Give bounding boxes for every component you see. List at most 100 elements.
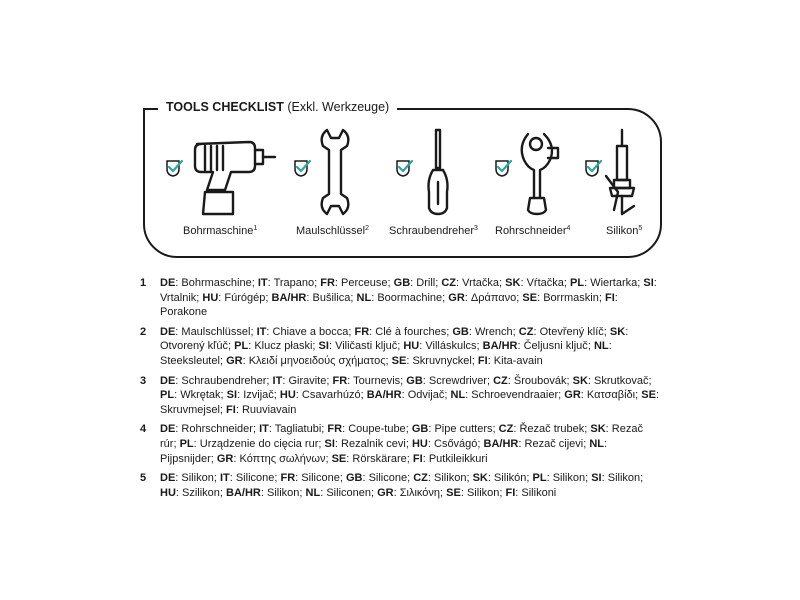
tool-label: Schraubendreher3 xyxy=(389,225,478,237)
translated-term: Rezalnik cevi xyxy=(341,437,406,450)
language-code: SK xyxy=(505,277,521,289)
translated-term: Steeksleutel xyxy=(160,354,220,367)
language-code: PL xyxy=(179,437,194,450)
language-code: SE xyxy=(391,354,407,367)
language-code: CZ xyxy=(493,374,508,387)
translated-term: Klucz płaski xyxy=(254,340,313,353)
language-code: IT xyxy=(259,423,269,436)
drill-icon xyxy=(193,140,277,216)
language-code: PL xyxy=(570,277,585,289)
translated-term: Boormachine xyxy=(377,291,443,304)
translated-term: Tagliatubi xyxy=(274,423,322,436)
entry-number: 3 xyxy=(140,374,147,387)
language-code: NL xyxy=(450,389,466,402)
language-code: SE xyxy=(446,486,461,499)
translated-term: Clé à fourches xyxy=(375,325,447,338)
language-code: SK xyxy=(590,423,606,436)
shield-check-icon xyxy=(495,159,513,177)
translated-term: Skrutkovač xyxy=(594,374,649,387)
language-code: PL xyxy=(532,472,547,485)
language-code: PL xyxy=(234,340,249,353)
language-code: NL xyxy=(589,437,604,450)
pipe-cutter-icon xyxy=(520,132,560,216)
translated-term: Csővágó xyxy=(434,437,478,450)
language-code: CZ xyxy=(413,472,428,485)
language-code: FI xyxy=(477,354,488,367)
translated-term: Rezač cijevi xyxy=(524,437,584,450)
translated-term: Δράπανο xyxy=(470,291,517,304)
language-code: BA/HR xyxy=(366,389,402,402)
language-code: GR xyxy=(377,486,394,499)
tool-label: Bohrmaschine1 xyxy=(183,225,258,237)
translated-term: Siliconen xyxy=(326,486,371,499)
language-code: DE xyxy=(160,277,176,289)
translated-term: Borrmaskin xyxy=(543,291,599,304)
translated-term: Viličasti ključ xyxy=(335,340,398,353)
translated-term: Fúrógép xyxy=(224,291,266,304)
language-code: DE xyxy=(160,374,176,387)
translated-term: Σιλικόνη xyxy=(399,486,441,499)
language-code: IT xyxy=(257,277,268,289)
language-code: SI xyxy=(643,277,654,289)
translated-term: Urządzenie do cięcia rur xyxy=(199,437,319,450)
language-code: GB xyxy=(452,325,469,338)
translated-term: Šroubovák xyxy=(513,374,567,387)
tool-screwdriver: Schraubendreher3 xyxy=(389,126,495,248)
language-code: IT xyxy=(256,325,267,338)
language-code: FI xyxy=(226,403,236,416)
translated-term: Čeljusni ključ xyxy=(523,340,588,353)
language-code: SI xyxy=(318,340,329,353)
entry-number: 2 xyxy=(140,325,147,338)
translated-term: Vrtačka xyxy=(462,277,500,289)
translated-term: Silicone xyxy=(235,472,275,485)
translated-term: Coupe-tube xyxy=(348,423,406,436)
language-code: NL xyxy=(305,486,321,499)
tool-drill: Bohrmaschine1 xyxy=(165,126,285,248)
language-code: NL xyxy=(593,340,609,353)
language-code: SI xyxy=(591,472,602,485)
language-code: GB xyxy=(406,374,423,387)
tool-pipe-cutter: Rohrschneider4 xyxy=(494,126,584,248)
translated-term: Giravite xyxy=(288,374,327,387)
translated-term: Odvijač xyxy=(407,389,445,402)
translated-term: Chiave a bocca xyxy=(272,325,349,338)
translated-term: Řezač trubek xyxy=(519,423,585,436)
language-code: SI xyxy=(226,389,238,402)
translated-term: Rezač rúr xyxy=(160,423,643,450)
translated-term: Vrtalnik xyxy=(160,291,197,304)
translated-term: Skruvnyckel xyxy=(412,354,472,367)
translated-term: Κατσαβίδι xyxy=(586,389,636,402)
translated-term: Silikon xyxy=(552,472,586,485)
translated-term: Tournevis xyxy=(353,374,401,387)
translated-term: Ruuviavain xyxy=(241,403,297,416)
language-code: NL xyxy=(356,291,372,304)
tool-silicone: Silikon5 xyxy=(584,126,654,248)
translated-term: Pipe cutters xyxy=(434,423,493,436)
language-code: BA/HR xyxy=(226,486,261,499)
screwdriver-icon xyxy=(427,128,449,216)
shield-check-icon xyxy=(585,159,603,177)
translated-term: Villáskulcs xyxy=(425,340,477,353)
tool-wrench: Maulschlüssel2 xyxy=(293,126,383,248)
language-code: FI xyxy=(505,486,516,499)
translated-term: Perceuse xyxy=(341,277,388,289)
translated-term: Putkileikkuri xyxy=(428,452,488,465)
language-code: GR xyxy=(226,354,243,367)
translated-term: Silikon xyxy=(607,472,641,485)
language-code: IT xyxy=(219,472,230,485)
language-code: HU xyxy=(160,486,176,499)
language-code: GR xyxy=(564,389,581,402)
translated-term: Rörskärare xyxy=(352,452,407,465)
translated-term: Maulschlüssel xyxy=(181,325,251,338)
tool-label: Silikon5 xyxy=(606,225,643,237)
language-code: DE xyxy=(160,472,176,485)
translated-term: Csavarhúzó xyxy=(301,389,361,402)
language-code: BA/HR xyxy=(483,437,519,450)
language-code: CZ xyxy=(498,423,514,436)
language-code: GB xyxy=(393,277,411,289)
